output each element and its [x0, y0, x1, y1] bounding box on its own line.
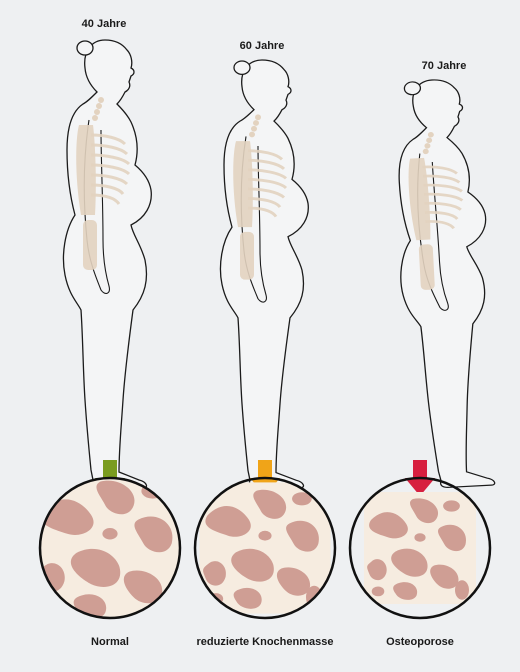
age-label-60: 60 Jahre — [240, 40, 285, 52]
bone-circle-reduced — [195, 478, 335, 618]
bone-circle-normal — [34, 472, 186, 624]
caption-reduced-bone-mass: reduzierte Knochenmasse — [197, 636, 334, 648]
bone-circle-osteoporosis — [350, 478, 490, 618]
figure-60-years — [220, 60, 308, 488]
figure-40-years — [63, 40, 151, 488]
caption-osteoporosis: Osteoporose — [386, 636, 454, 648]
figure-70-years — [391, 78, 500, 490]
age-label-70: 70 Jahre — [422, 60, 467, 72]
age-label-40: 40 Jahre — [82, 18, 127, 30]
caption-normal: Normal — [91, 636, 129, 648]
